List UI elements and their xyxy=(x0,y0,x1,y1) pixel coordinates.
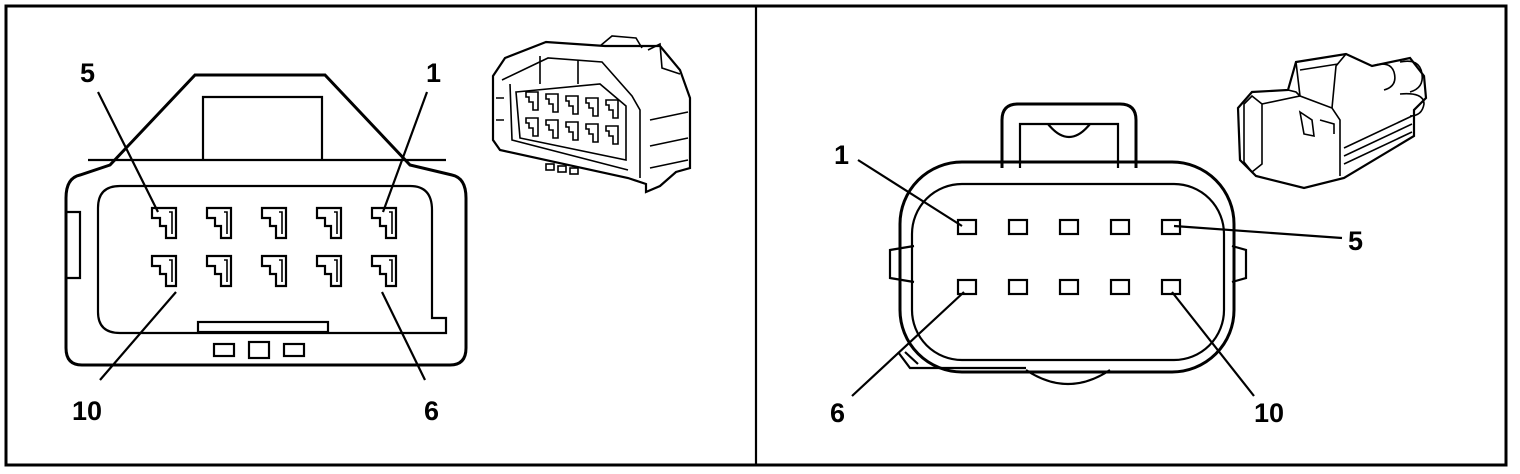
female-pin-contact xyxy=(224,259,228,282)
female-pin-cavity xyxy=(260,254,288,288)
female-isometric-pins xyxy=(525,91,619,145)
leader-line-pin-6 xyxy=(851,291,965,397)
female-pin-cavity xyxy=(315,206,343,240)
male-pin-terminal xyxy=(956,218,978,236)
isometric-pin-cavity xyxy=(585,123,599,143)
isometric-pin-cavity xyxy=(605,99,619,119)
female-pin-cavities xyxy=(150,206,398,288)
female-pin-cavity xyxy=(370,254,398,288)
male-pin-terminal xyxy=(1007,218,1029,236)
male-pin-terminal xyxy=(1160,278,1182,296)
pin-label-1: 1 xyxy=(426,58,441,88)
male-pin-terminal xyxy=(1007,278,1029,296)
isometric-pin-cavity xyxy=(585,97,599,117)
male-pin-terminal xyxy=(1109,218,1131,236)
female-pin-contact xyxy=(334,259,338,282)
isometric-pin-cavity xyxy=(545,119,559,139)
male-connector-isometric-view xyxy=(1236,52,1428,190)
pin-label-5: 5 xyxy=(1348,226,1363,256)
female-pin-contact xyxy=(389,259,393,282)
female-connector-face xyxy=(64,73,468,367)
female-pin-cavity xyxy=(370,206,398,240)
leader-line-pin-5 xyxy=(97,91,159,213)
female-pin-cavity xyxy=(150,206,178,240)
pin-label-10: 10 xyxy=(72,396,102,426)
female-pin-cavity xyxy=(150,254,178,288)
leader-line-pin-1 xyxy=(857,159,963,227)
pin-label-10: 10 xyxy=(1254,398,1284,428)
male-pin-terminals xyxy=(956,218,1182,296)
isometric-pin-cavity xyxy=(565,121,579,141)
female-connector-isometric-view xyxy=(491,35,692,194)
leader-line-pin-10 xyxy=(1171,291,1255,397)
isometric-pin-cavity xyxy=(525,91,539,111)
leader-line-pin-10 xyxy=(99,291,177,381)
isometric-pin-cavity xyxy=(525,117,539,137)
leader-line-pin-6 xyxy=(381,291,426,381)
male-pin-terminal xyxy=(1109,278,1131,296)
female-pin-contact xyxy=(389,211,393,234)
female-pin-contact xyxy=(169,211,173,234)
pin-label-1: 1 xyxy=(834,140,849,170)
pin-label-6: 6 xyxy=(424,396,439,426)
male-pin-terminal xyxy=(1058,218,1080,236)
female-pin-cavity xyxy=(315,254,343,288)
isometric-pin-cavity xyxy=(565,95,579,115)
female-pin-contact xyxy=(279,211,283,234)
female-pin-contact xyxy=(279,259,283,282)
female-pin-cavity xyxy=(260,206,288,240)
male-pin-terminal xyxy=(956,278,978,296)
leader-line-pin-1 xyxy=(381,91,429,213)
female-pin-cavity xyxy=(205,206,233,240)
female-pin-contact xyxy=(169,259,173,282)
female-pin-contact xyxy=(334,211,338,234)
male-connector-face xyxy=(888,102,1248,386)
isometric-pin-cavity xyxy=(545,93,559,113)
female-pin-cavity xyxy=(205,254,233,288)
pin-label-6: 6 xyxy=(830,398,845,428)
leader-line-pin-5 xyxy=(1173,224,1343,240)
female-pin-contact xyxy=(224,211,228,234)
isometric-pin-cavity xyxy=(605,125,619,145)
pin-label-5: 5 xyxy=(80,58,95,88)
male-pin-terminal xyxy=(1058,278,1080,296)
